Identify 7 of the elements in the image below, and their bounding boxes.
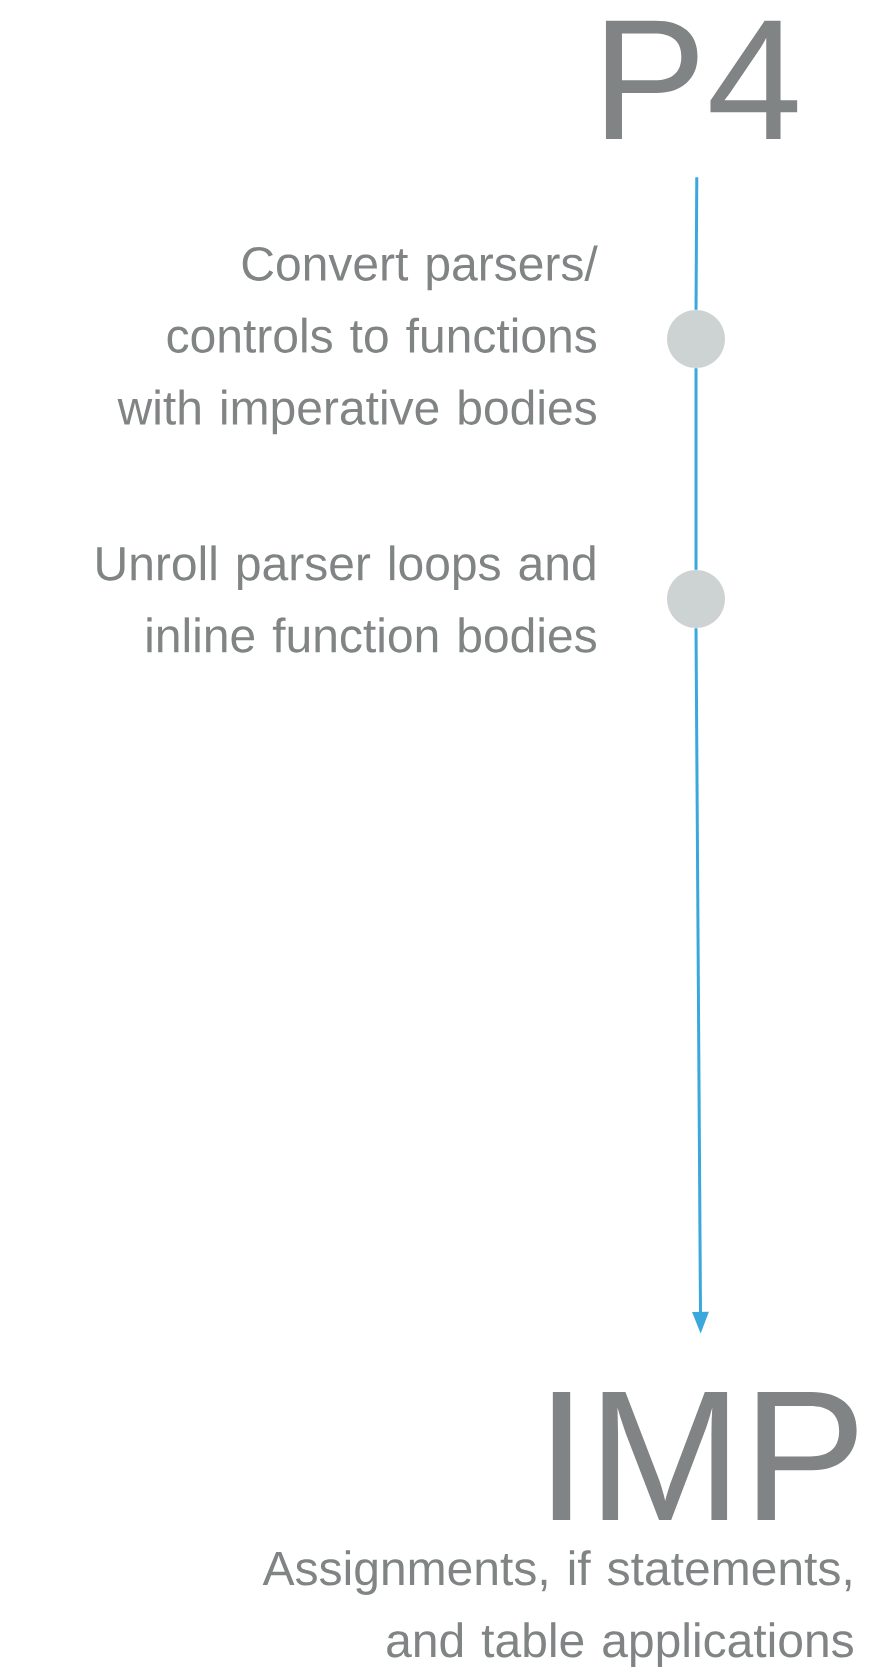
stage-description: Assignments, if statements, and table applications (262, 1550, 853, 1667)
stage-title: IMP (552, 1392, 857, 1520)
step-dot (667, 570, 725, 628)
step-text: Convert parsers/ controls to functions with imperative bodies (117, 245, 598, 435)
step-text: Unroll parser loops and inline function bodies (97, 545, 596, 653)
stage-title: P4 (605, 20, 798, 139)
step-dot (667, 310, 725, 368)
